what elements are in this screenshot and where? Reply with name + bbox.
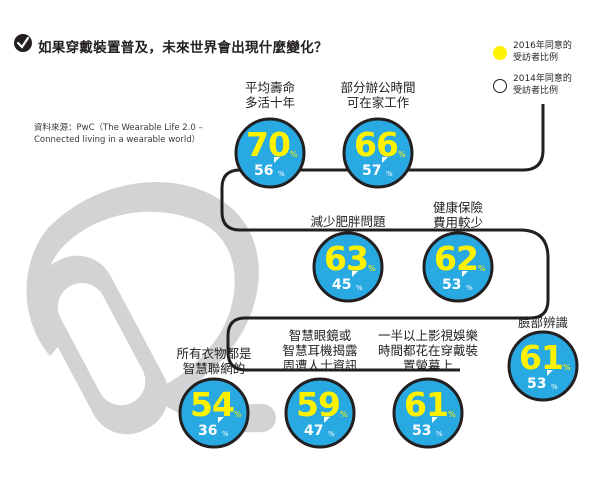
value-2014-percent: % — [278, 170, 285, 178]
value-2016-percent: % — [398, 150, 406, 159]
item-label-line: 多活十年 — [244, 95, 296, 110]
value-2014-percent: % — [466, 284, 473, 292]
pointer-marker — [432, 417, 438, 423]
item-label-line: 一半以上影視娛樂 — [377, 328, 479, 343]
item-label-line: 臉部辨識 — [517, 315, 569, 330]
item-label: 減少肥胖問題 — [310, 214, 385, 229]
pointer-marker — [382, 157, 388, 163]
legend-2016-swatch — [493, 46, 507, 60]
value-2016: 59 — [296, 385, 341, 424]
pointer-marker — [218, 417, 224, 423]
value-2014: 53 — [527, 376, 547, 392]
value-2016-percent: % — [448, 410, 456, 419]
item-label: 所有衣物都是智慧聯網的 — [176, 346, 251, 376]
legend-2014-line-2: 受訪者比例 — [513, 86, 559, 96]
legend-2016-line-1: 2016年同意的 — [513, 41, 572, 51]
value-2014: 57 — [362, 163, 382, 179]
item-label: 臉部辨識 — [518, 315, 568, 330]
item-label: 部分辦公時間可在家工作 — [340, 80, 415, 110]
item-label-line: 周遭人士資訊 — [282, 358, 358, 373]
value-circle — [507, 330, 579, 402]
value-2016-percent: % — [234, 410, 242, 419]
value-2014-percent: % — [436, 430, 443, 438]
item-label: 平均壽命多活十年 — [245, 80, 295, 110]
legend-2014: 2014年同意的 受訪者比例 — [493, 73, 593, 103]
value-2016: 63 — [324, 239, 369, 278]
item-label-line: 所有衣物都是 — [176, 346, 252, 361]
value-2014-percent: % — [551, 383, 558, 391]
value-2014: 45 — [332, 277, 352, 293]
source-line-1: 資料來源：PwC（The Wearable Life 2.0 – — [34, 123, 203, 133]
source-note: 資料來源：PwC（The Wearable Life 2.0 – Connect… — [34, 122, 203, 146]
value-2014-percent: % — [222, 430, 229, 438]
value-2016: 54 — [190, 385, 235, 424]
item-label-line: 可在家工作 — [346, 95, 410, 110]
pointer-marker — [274, 157, 280, 163]
value-2014: 56 — [254, 163, 274, 179]
value-circle — [234, 117, 306, 189]
item-label-line: 平均壽命 — [244, 80, 296, 95]
item-label-line: 費用較少 — [432, 215, 484, 230]
item-label-line: 置螢幕上 — [402, 358, 454, 373]
value-circle — [342, 117, 414, 189]
value-circle — [422, 231, 494, 303]
item-label-line: 智慧耳機揭露 — [282, 343, 358, 358]
value-2016-percent: % — [563, 363, 571, 372]
value-2014-percent: % — [328, 430, 335, 438]
value-circle — [178, 377, 250, 449]
value-2016-percent: % — [290, 150, 298, 159]
value-2014: 47 — [304, 423, 324, 439]
value-2016: 61 — [519, 338, 564, 377]
legend-2014-swatch — [493, 79, 507, 93]
value-2014: 53 — [412, 423, 432, 439]
value-2016: 66 — [354, 125, 399, 164]
value-2016-percent: % — [368, 264, 376, 273]
value-2016: 62 — [434, 239, 479, 278]
item-label-line: 智慧聯網的 — [182, 361, 246, 376]
pointer-marker — [547, 370, 553, 376]
pointer-marker — [324, 417, 330, 423]
item-label: 健康保險費用較少 — [433, 200, 483, 230]
item-label: 一半以上影視娛樂時間都花在穿戴裝置螢幕上 — [378, 328, 478, 373]
pointer-marker — [352, 271, 358, 277]
value-2016: 70 — [246, 125, 291, 164]
value-2016-percent: % — [340, 410, 348, 419]
checkmark-icon — [14, 34, 32, 52]
source-line-2: Connected living in a wearable world） — [34, 135, 201, 145]
item-label-line: 減少肥胖問題 — [310, 214, 386, 229]
pointer-marker — [462, 271, 468, 277]
value-circle — [312, 231, 384, 303]
item-label: 智慧眼鏡或智慧耳機揭露周遭人士資訊 — [282, 328, 357, 373]
legend-2016: 2016年同意的 受訪者比例 — [493, 40, 593, 70]
value-2014-percent: % — [356, 284, 363, 292]
item-label-line: 部分辦公時間 — [340, 80, 416, 95]
legend-2016-line-2: 受訪者比例 — [513, 53, 559, 63]
value-2014: 36 — [198, 423, 218, 439]
chart-title: 如果穿戴裝置普及，未來世界會出現什麼變化？ — [38, 40, 328, 56]
item-label-line: 時間都花在穿戴裝 — [377, 343, 479, 358]
value-2016: 61 — [404, 385, 449, 424]
item-label-line: 健康保險 — [432, 200, 484, 215]
value-2014: 53 — [442, 277, 462, 293]
legend-2014-line-1: 2014年同意的 — [513, 74, 572, 84]
value-circle — [284, 377, 356, 449]
value-2016-percent: % — [478, 264, 486, 273]
value-circle — [392, 377, 464, 449]
value-2014-percent: % — [386, 170, 393, 178]
item-label-line: 智慧眼鏡或 — [288, 328, 352, 343]
